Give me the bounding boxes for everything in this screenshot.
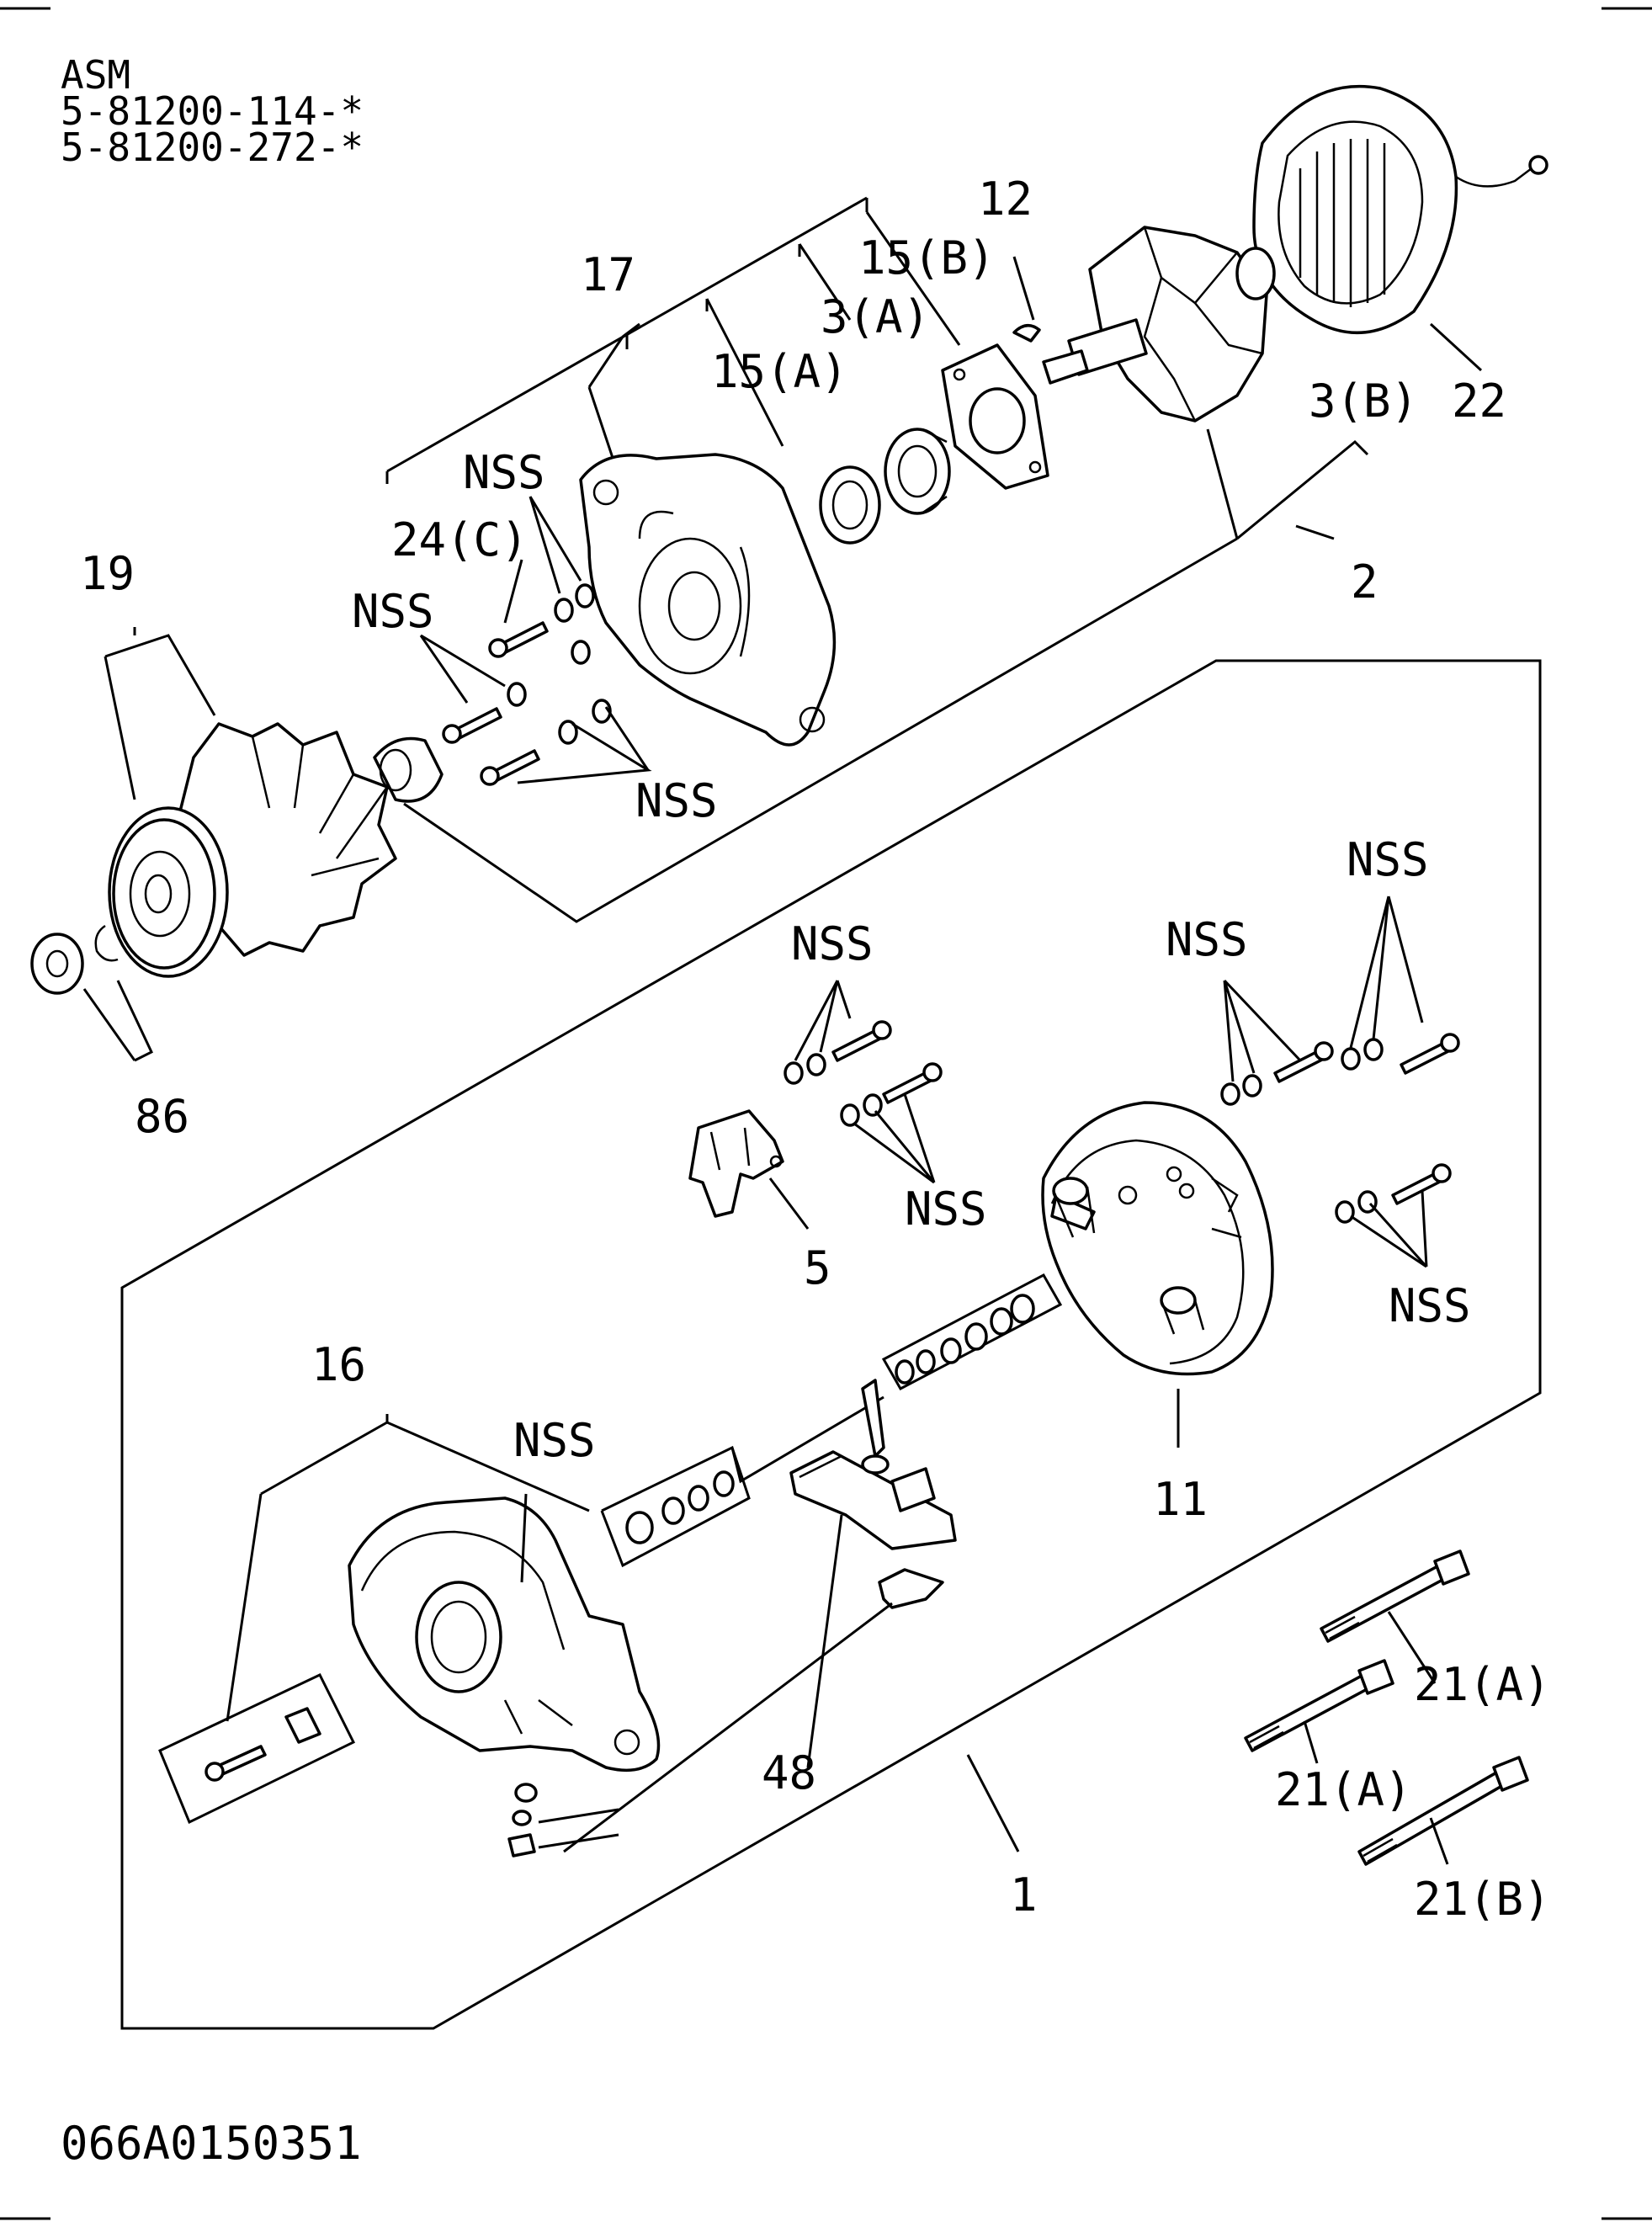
label-15b: 15(B) <box>858 231 996 284</box>
assembly-part-number-1: 5-81200-114-* <box>61 88 364 134</box>
label-3b: 3(B) <box>1309 375 1418 428</box>
label-2: 2 <box>1351 555 1378 609</box>
label-12: 12 <box>978 173 1033 226</box>
label-nss-i: NSS <box>513 1414 596 1467</box>
label-21b: 21(B) <box>1414 1873 1551 1926</box>
label-15a: 15(A) <box>711 345 848 398</box>
front-fasteners <box>373 583 612 803</box>
brush-holder-part <box>688 1109 810 1230</box>
rear-housing-fasteners <box>158 1673 619 1858</box>
label-24c: 24(C) <box>391 513 529 566</box>
label-1: 1 <box>1010 1868 1038 1921</box>
right-nss-leaders <box>1223 896 1428 1268</box>
rear-group-outline <box>120 659 1542 2030</box>
rear-housing-bracket <box>226 1414 1020 1852</box>
middle-nss-leaders <box>794 980 936 1184</box>
label-nss-e: NSS <box>1166 913 1248 966</box>
front-nss-leaders <box>419 496 652 784</box>
stator-part <box>1252 84 1548 372</box>
label-nss-b: NSS <box>352 585 434 638</box>
regulator-part <box>563 1379 957 1853</box>
woodruff-key-part <box>1012 256 1041 343</box>
label-21a-1: 21(A) <box>1414 1658 1551 1711</box>
label-11: 11 <box>1153 1473 1208 1526</box>
label-5: 5 <box>804 1241 831 1294</box>
assembly-label: ASM <box>61 52 130 98</box>
label-22: 22 <box>1452 375 1506 428</box>
label-19: 19 <box>80 547 135 600</box>
rotor-part <box>1042 226 1276 423</box>
drawing-code: 066A0150351 <box>61 2117 362 2170</box>
label-nss-a: NSS <box>463 446 545 499</box>
through-bolts-part <box>1244 1549 1529 1866</box>
assembly-part-number-2: 5-81200-272-* <box>61 125 364 170</box>
front-group-bracket <box>385 196 961 484</box>
middle-fasteners <box>784 1020 943 1127</box>
label-21a-2: 21(A) <box>1275 1763 1412 1816</box>
bearing-retainer-plate-part <box>941 343 1049 490</box>
label-48: 48 <box>762 1746 816 1799</box>
rectifier-bushing-strip <box>600 1273 1063 1568</box>
fan-group-bracket <box>104 627 216 800</box>
label-nss-g: NSS <box>905 1183 987 1236</box>
label-86: 86 <box>135 1090 189 1143</box>
crop-marks <box>0 7 1652 2220</box>
front-housing-part <box>579 453 837 747</box>
pulley-nut-part <box>30 924 119 995</box>
spacer-ring-part <box>819 465 881 545</box>
label-3a: 3(A) <box>821 290 930 343</box>
front-bearing-part <box>884 428 951 515</box>
label-nss-c: NSS <box>635 774 718 827</box>
label-16: 16 <box>311 1338 366 1391</box>
label-nss-h: NSS <box>1389 1279 1471 1332</box>
right-fasteners <box>1220 1033 1460 1224</box>
rear-housing-part <box>348 1496 661 1773</box>
label-17: 17 <box>581 248 635 301</box>
nut-bracket <box>82 980 153 1062</box>
label-nss-f: NSS <box>791 917 874 970</box>
fan-pulley-part <box>108 722 397 978</box>
label-nss-d: NSS <box>1347 833 1429 886</box>
rear-cover-part <box>1041 1101 1274 1448</box>
rotor-group-bracket <box>403 428 1369 923</box>
